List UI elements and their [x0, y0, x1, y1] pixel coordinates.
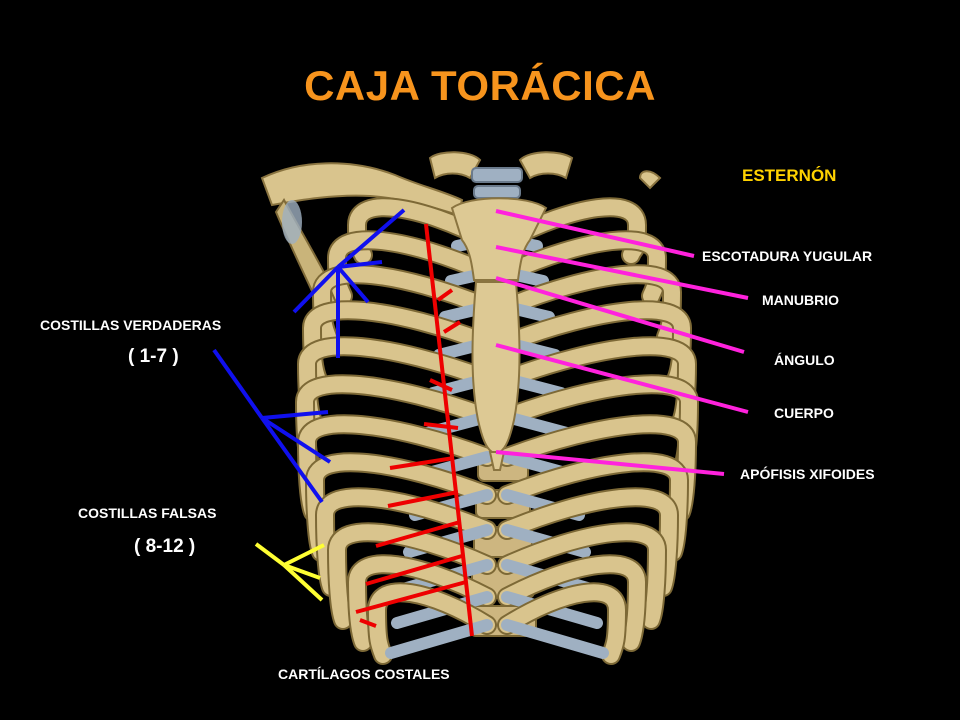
rib-bone [368, 584, 495, 663]
label-costillas-falsas: COSTILLAS FALSAS [78, 505, 217, 521]
cartilage-pointer-tick [389, 456, 455, 470]
rib-bone [348, 556, 495, 650]
cartilage-pointer-tick [387, 490, 459, 508]
label-apofisis-xifoides: APÓFISIS XIFOIDES [740, 466, 875, 482]
label-escotadura-yugular: ESCOTADURA YUGULAR [702, 248, 873, 264]
costal-cartilage [501, 619, 609, 659]
pointer-xifoides [495, 450, 725, 476]
label-costillas-verdaderas: COSTILLAS VERDADERAS [40, 317, 222, 333]
cartilage-pointer-tick [442, 320, 462, 334]
ribs-right [497, 197, 700, 665]
cartilage-pointers [355, 223, 474, 637]
true-ribs-pointers [212, 208, 406, 504]
rib-bone [499, 524, 666, 628]
pointer-angulo [495, 276, 745, 354]
rib-bone [328, 524, 495, 628]
label-cuerpo: CUERPO [774, 405, 834, 421]
label-angulo: ÁNGULO [774, 352, 835, 368]
rib-bone [316, 489, 495, 595]
label-false-ribs-range: ( 8-12 ) [134, 536, 196, 557]
slide-title: CAJA TORÁCICA [304, 62, 656, 109]
rib-bone [499, 489, 678, 595]
cartilage-pointer-tick [365, 554, 463, 586]
cartilage-pointer-tick [375, 520, 461, 548]
false-ribs-pointers [254, 542, 325, 602]
cartilage-pointer-tick [359, 618, 377, 628]
label-manubrio: MANUBRIO [762, 292, 839, 308]
cartilage-pointer-tick [423, 422, 459, 430]
label-cartilagos-costales: CARTÍLAGOS COSTALES [278, 666, 450, 682]
label-true-ribs-range: ( 1-7 ) [128, 346, 179, 367]
sternum-pointers [495, 209, 749, 476]
pointer-escotadura [495, 209, 695, 258]
rib-bone [499, 584, 626, 663]
esternon-header: ESTERNÓN [742, 166, 837, 185]
cartilage-pointer-tick [429, 378, 453, 392]
pointer-cuerpo [495, 343, 749, 414]
cartilage-pointer-tick [355, 580, 467, 614]
cartilage-pointer-tick [436, 288, 454, 302]
rib-bone [499, 556, 646, 650]
pointer-manubrio [495, 245, 749, 300]
first-ribs [428, 151, 574, 199]
sternum-body-shape [471, 281, 521, 453]
